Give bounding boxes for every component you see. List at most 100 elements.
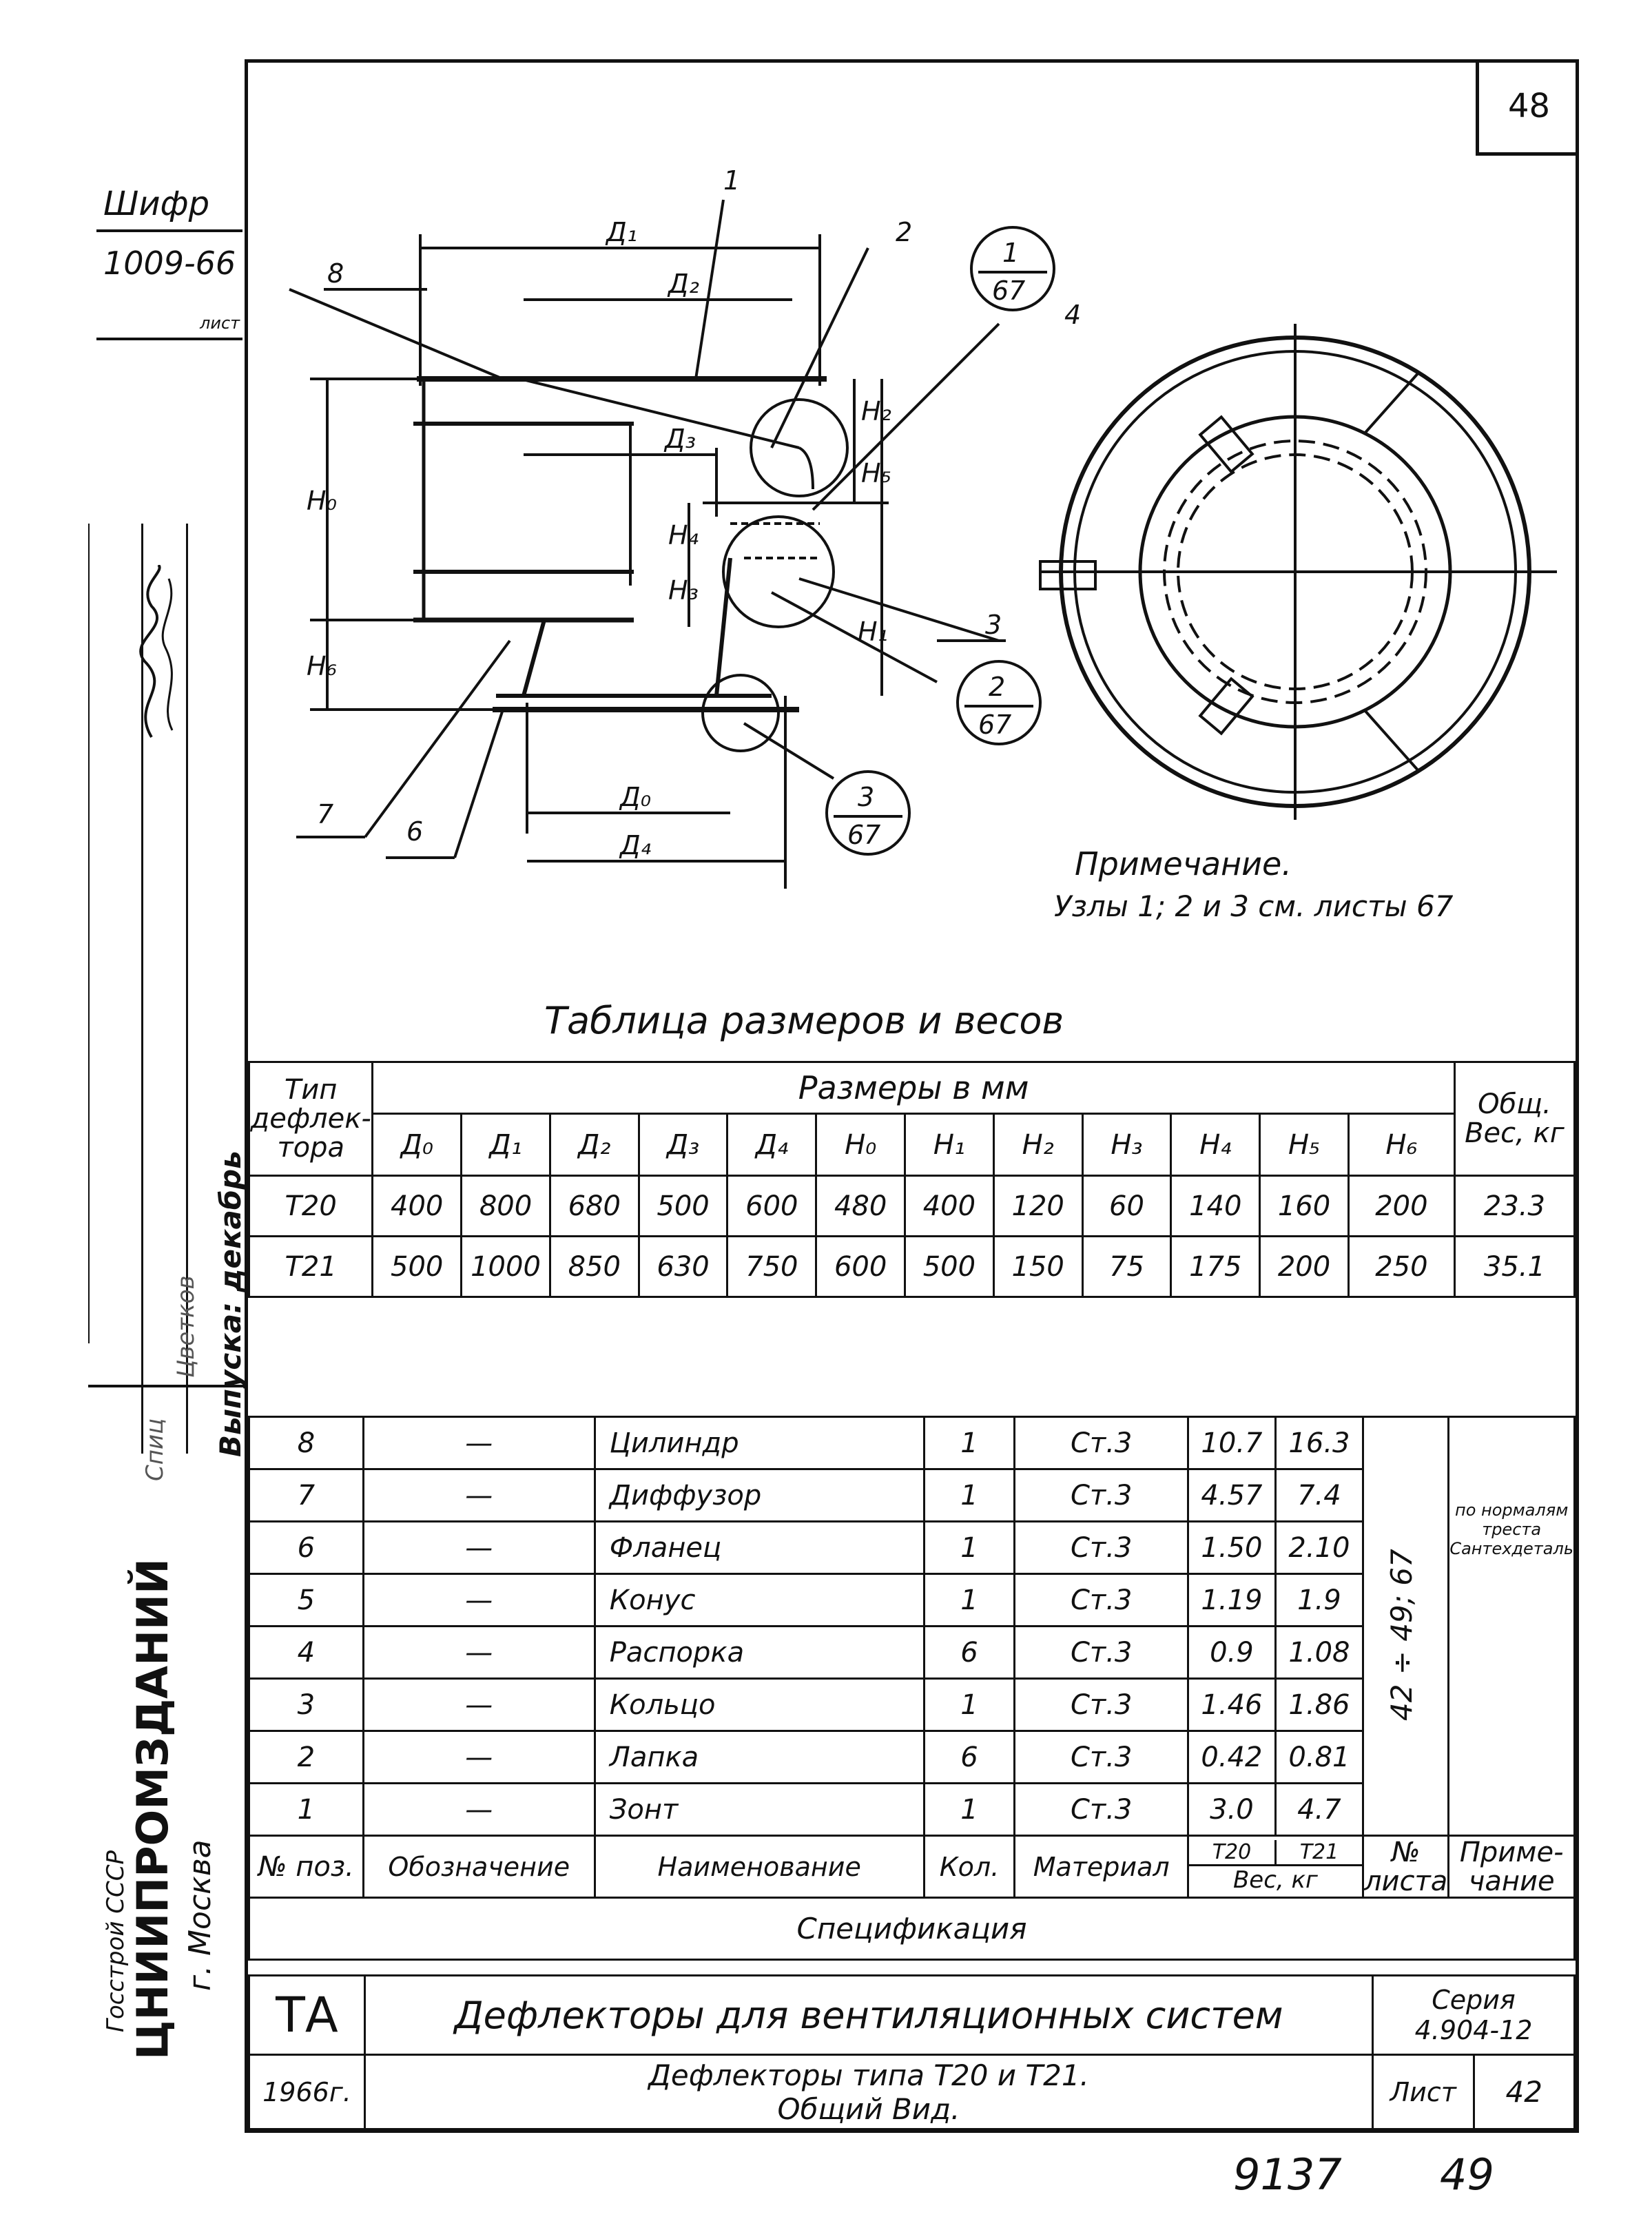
spec-qty: 1: [922, 1782, 1016, 1837]
node-ref-3-sheet: 67: [847, 820, 880, 850]
spec-sheet-ref-cell: 42 ÷ 49; 67: [1361, 1416, 1450, 1837]
spec-material: Ст.3: [1013, 1625, 1189, 1680]
spec-w21: 1.9: [1274, 1573, 1364, 1627]
spec-designation: —: [362, 1782, 596, 1837]
cell: 500: [904, 1235, 995, 1298]
spec-w21: 7.4: [1274, 1468, 1364, 1522]
col-weight-header: Общ. Вес, кг: [1453, 1061, 1576, 1177]
series-label: Серия: [1432, 1985, 1516, 2015]
spec-material: Ст.3: [1013, 1416, 1189, 1470]
cell: 500: [637, 1175, 729, 1237]
margin-line-3: [186, 524, 188, 1454]
spec-w21: 2.10: [1274, 1520, 1364, 1575]
title-main: Дефлекторы для вентиляционных систем: [364, 1974, 1374, 2056]
spec-w20: 1.19: [1186, 1573, 1277, 1627]
sheet-label: Лист: [1374, 2056, 1475, 2128]
cell: 160: [1259, 1175, 1350, 1237]
cell: 175: [1170, 1235, 1261, 1298]
spec-table: 8 — Цилиндр 1 Ст.3 10.7 16.3 42 ÷ 49; 67…: [248, 1416, 1576, 1961]
cell: 1000: [460, 1235, 551, 1298]
col-d0: Д₀: [371, 1113, 463, 1177]
spec-designation: —: [362, 1416, 596, 1470]
spec-w20: 0.9: [1186, 1625, 1277, 1680]
spec-h-qty: Кол.: [922, 1835, 1016, 1899]
spec-qty: 1: [922, 1416, 1016, 1470]
cipher-label: Шифр: [103, 185, 210, 223]
note-title: Примечание.: [1075, 845, 1292, 882]
org-city: г. Москва: [183, 1839, 218, 1991]
spec-h-t21: Т21: [1299, 1839, 1339, 1864]
spec-name: Зонт: [593, 1782, 925, 1837]
spec-name: Фланец: [593, 1520, 925, 1575]
node-ref-2-sheet: 67: [978, 710, 1011, 740]
subtitle-2: Общий Вид.: [777, 2092, 960, 2126]
col-d4: Д₄: [726, 1113, 818, 1177]
spec-material: Ст.3: [1013, 1520, 1189, 1575]
node-ref-1-sheet: 67: [992, 276, 1025, 306]
table-title: Таблица размеров и весов: [544, 999, 1064, 1042]
spec-w21: 4.7: [1274, 1782, 1364, 1837]
node-ref-3-num: 3: [858, 782, 874, 812]
col-d2: Д₂: [548, 1113, 640, 1177]
margin-note-2: Спиц: [141, 1418, 169, 1481]
spec-material: Ст.3: [1013, 1730, 1189, 1784]
cell: 400: [904, 1175, 995, 1237]
spec-w20: 4.57: [1186, 1468, 1277, 1522]
spec-material: Ст.3: [1013, 1677, 1189, 1732]
spec-qty: 6: [922, 1730, 1016, 1784]
spec-w21: 1.86: [1274, 1677, 1364, 1732]
spec-qty: 1: [922, 1520, 1016, 1575]
spec-material: Ст.3: [1013, 1573, 1189, 1627]
cell: 500: [371, 1235, 463, 1298]
cell-type: Т20: [247, 1175, 374, 1237]
col-h6: H₆: [1347, 1113, 1456, 1177]
col-h0: H₀: [815, 1113, 907, 1177]
col-d3: Д₃: [637, 1113, 729, 1177]
spec-pos: 7: [248, 1468, 364, 1522]
spec-row: 3 — Кольцо 1 Ст.3 1.46 1.86: [248, 1677, 1575, 1732]
spec-designation: —: [362, 1520, 596, 1575]
series-value: 4.904-12: [1414, 2015, 1533, 2045]
spec-name: Распорка: [593, 1625, 925, 1680]
spec-w20: 0.42: [1186, 1730, 1277, 1784]
col-h3: H₃: [1081, 1113, 1173, 1177]
col-d1: Д₁: [460, 1113, 551, 1177]
cell-weight: 23.3: [1453, 1175, 1576, 1237]
cell: 630: [637, 1235, 729, 1298]
cell: 400: [371, 1175, 463, 1237]
label-d2: Д₂: [667, 269, 699, 299]
cell: 200: [1259, 1235, 1350, 1298]
label-d4: Д₄: [619, 830, 651, 860]
subtitle-1: Дефлекторы типа Т20 и Т21.: [648, 2058, 1089, 2092]
cell: 140: [1170, 1175, 1261, 1237]
pos-6: 6: [406, 816, 423, 847]
col-h1: H₁: [904, 1113, 995, 1177]
spec-h-designation: Обозначение: [362, 1835, 596, 1899]
spec-w20: 3.0: [1186, 1782, 1277, 1837]
margin-line-2: [141, 524, 143, 1454]
signature-scribble: [139, 565, 174, 739]
spec-designation: —: [362, 1468, 596, 1522]
cell: 480: [815, 1175, 907, 1237]
dims-row-t21: Т21 500 1000 850 630 750 600 500 150 75 …: [247, 1235, 1576, 1298]
spec-note-norms: по нормалям треста Сантехдеталь: [1447, 1416, 1576, 1837]
note-text: Узлы 1; 2 и 3 см. листы 67: [1054, 889, 1454, 923]
label-h4: H₄: [668, 520, 699, 550]
spec-h-name: Наименование: [593, 1835, 925, 1899]
spec-material: Ст.3: [1013, 1782, 1189, 1837]
label-h0: H₀: [307, 486, 337, 516]
spec-pos: 4: [248, 1625, 364, 1680]
spec-h-material: Материал: [1013, 1835, 1189, 1899]
col-h2: H₂: [992, 1113, 1084, 1177]
cell-weight: 35.1: [1453, 1235, 1576, 1298]
pos-7: 7: [317, 799, 333, 829]
sheet-value: 42: [1505, 2075, 1542, 2109]
cell: 750: [726, 1235, 818, 1298]
spec-name: Лапка: [593, 1730, 925, 1784]
spec-qty: 1: [922, 1573, 1016, 1627]
spec-w20: 1.50: [1186, 1520, 1277, 1575]
spec-designation: —: [362, 1573, 596, 1627]
cell-type: Т21: [247, 1235, 374, 1298]
spec-h-t20: Т20: [1189, 1839, 1277, 1864]
label-h2: H₂: [861, 396, 891, 426]
